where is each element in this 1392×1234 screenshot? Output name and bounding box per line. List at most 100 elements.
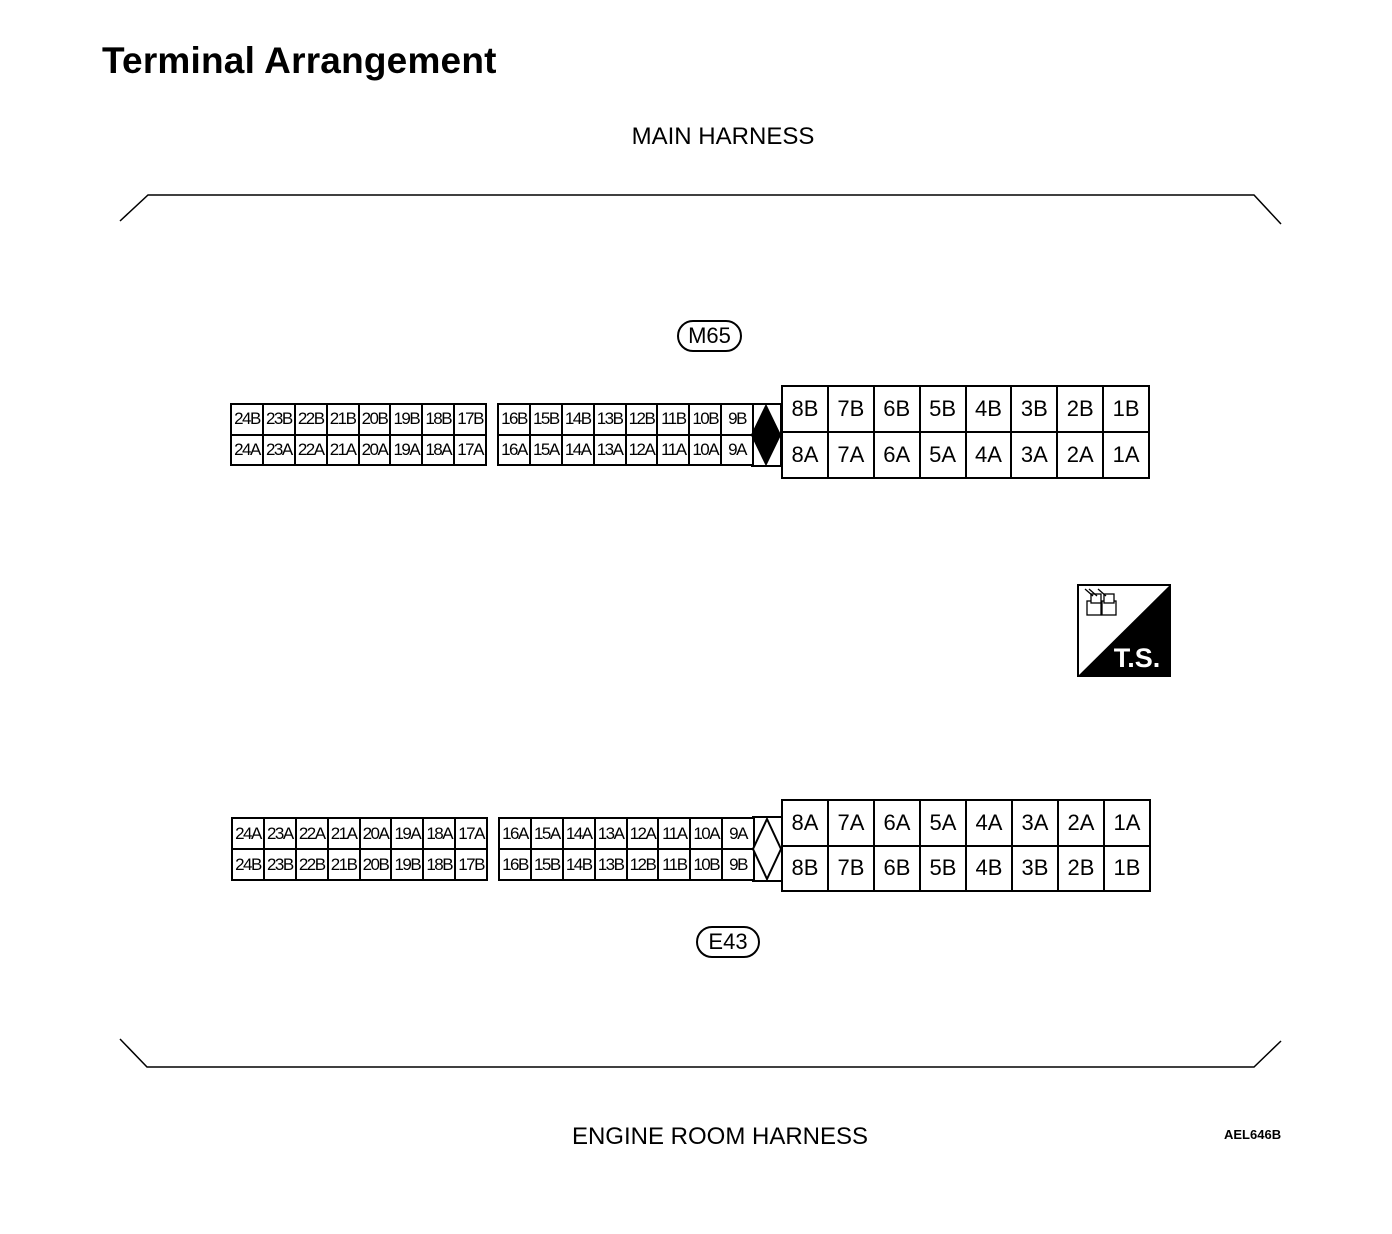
terminal-cell: 17A (455, 435, 485, 464)
terminal-cell: 15A (531, 819, 562, 848)
terminal-cell: 18A (423, 435, 454, 464)
connector-e43-label: E43 (696, 926, 760, 958)
terminal-cell: 11B (658, 405, 689, 434)
figure-code: AEL646B (1224, 1127, 1282, 1142)
terminal-cell: 24B (233, 850, 263, 879)
terminal-cell: 22A (295, 435, 326, 464)
terminal-cell: 9A (723, 819, 753, 848)
terminal-cell: 19A (391, 435, 422, 464)
terminal-cell: 18B (424, 850, 455, 879)
terminal-cell: 6B (874, 387, 919, 431)
terminal-cell: 21B (327, 405, 358, 434)
connector-m65-label: M65 (677, 320, 742, 352)
terminal-cell: 11B (659, 850, 690, 879)
terminal-cell: 8A (783, 433, 827, 477)
main-harness-label: MAIN HARNESS (631, 123, 815, 150)
terminal-cell: 7A (828, 433, 873, 477)
terminal-cell: 17B (456, 850, 486, 879)
terminal-cell: 1A (1104, 433, 1148, 477)
terminal-cell: 23A (264, 819, 295, 848)
terminal-cell: 1B (1105, 846, 1149, 890)
terminal-cell: 5A (920, 433, 965, 477)
terminal-cell: 3A (1013, 801, 1057, 845)
terminal-cell: 10A (690, 435, 721, 464)
terminal-cell: 19B (392, 850, 423, 879)
terminal-cell: 4B (967, 846, 1011, 890)
terminal-cell: 17B (455, 405, 485, 434)
terminal-cell: 14B (563, 850, 594, 879)
terminal-cell: 1B (1104, 387, 1148, 431)
e43-key-diamond (752, 816, 783, 882)
terminal-cell: 14A (562, 435, 593, 464)
terminal-cell: 7B (828, 387, 873, 431)
terminal-cell: 8B (783, 846, 827, 890)
terminal-cell: 20A (360, 819, 391, 848)
terminal-cell: 20B (360, 850, 391, 879)
terminal-cell: 9A (722, 435, 752, 464)
m65-key-diamond (751, 403, 782, 467)
terminal-cell: 24A (232, 435, 262, 464)
terminal-cell: 18B (423, 405, 454, 434)
terminal-cell: 3B (1012, 387, 1057, 431)
terminal-cell: 15B (530, 405, 561, 434)
terminal-cell: 20A (359, 435, 390, 464)
terminal-cell: 2A (1059, 801, 1103, 845)
terminal-cell: 16B (500, 850, 530, 879)
terminal-cell: 17A (456, 819, 486, 848)
terminal-cell: 16A (500, 819, 530, 848)
terminal-cell: 6A (874, 433, 919, 477)
terminal-cell: 6A (875, 801, 919, 845)
terminal-cell: 23B (264, 850, 295, 879)
terminal-cell: 4B (966, 387, 1011, 431)
terminal-cell: 15B (531, 850, 562, 879)
terminal-cell: 12A (626, 435, 657, 464)
terminal-cell: 4A (966, 433, 1011, 477)
terminal-cell: 22B (296, 850, 327, 879)
ts-text: T.S. (1114, 643, 1161, 673)
terminal-cell: 12B (627, 850, 658, 879)
terminal-cell: 24A (233, 819, 263, 848)
terminal-cell: 7B (829, 846, 873, 890)
terminal-cell: 6B (875, 846, 919, 890)
terminal-cell: 11A (658, 435, 689, 464)
m65-key-marker (751, 403, 782, 467)
ts-badge: T.S. (1077, 584, 1171, 677)
terminal-cell: 16B (499, 405, 529, 434)
terminal-cell: 5A (921, 801, 965, 845)
terminal-cell: 24B (232, 405, 262, 434)
terminal-cell: 21A (327, 435, 358, 464)
terminal-cell: 2A (1058, 433, 1103, 477)
terminal-cell: 12A (627, 819, 658, 848)
terminal-cell: 21B (328, 850, 359, 879)
terminal-cell: 21A (328, 819, 359, 848)
terminal-cell: 2B (1059, 846, 1103, 890)
terminal-cell: 13A (595, 819, 626, 848)
terminal-cell: 2B (1058, 387, 1103, 431)
terminal-cell: 22A (296, 819, 327, 848)
terminal-cell: 13A (594, 435, 625, 464)
terminal-cell: 14B (562, 405, 593, 434)
terminal-cell: 13B (595, 850, 626, 879)
terminal-cell: 12B (626, 405, 657, 434)
terminal-cell: 11A (659, 819, 690, 848)
terminal-cell: 10B (690, 405, 721, 434)
terminal-cell: 14A (563, 819, 594, 848)
terminal-cell: 23B (263, 405, 294, 434)
terminal-cell: 1A (1105, 801, 1149, 845)
terminal-cell: 19B (391, 405, 422, 434)
terminal-cell: 13B (594, 405, 625, 434)
frame-bottom-line (119, 1038, 1282, 1068)
terminal-cell: 8B (783, 387, 827, 431)
terminal-cell: 4A (967, 801, 1011, 845)
terminal-cell: 16A (499, 435, 529, 464)
terminal-cell: 5B (920, 387, 965, 431)
terminal-cell: 7A (829, 801, 873, 845)
terminal-cell: 9B (723, 850, 753, 879)
terminal-cell: 19A (392, 819, 423, 848)
